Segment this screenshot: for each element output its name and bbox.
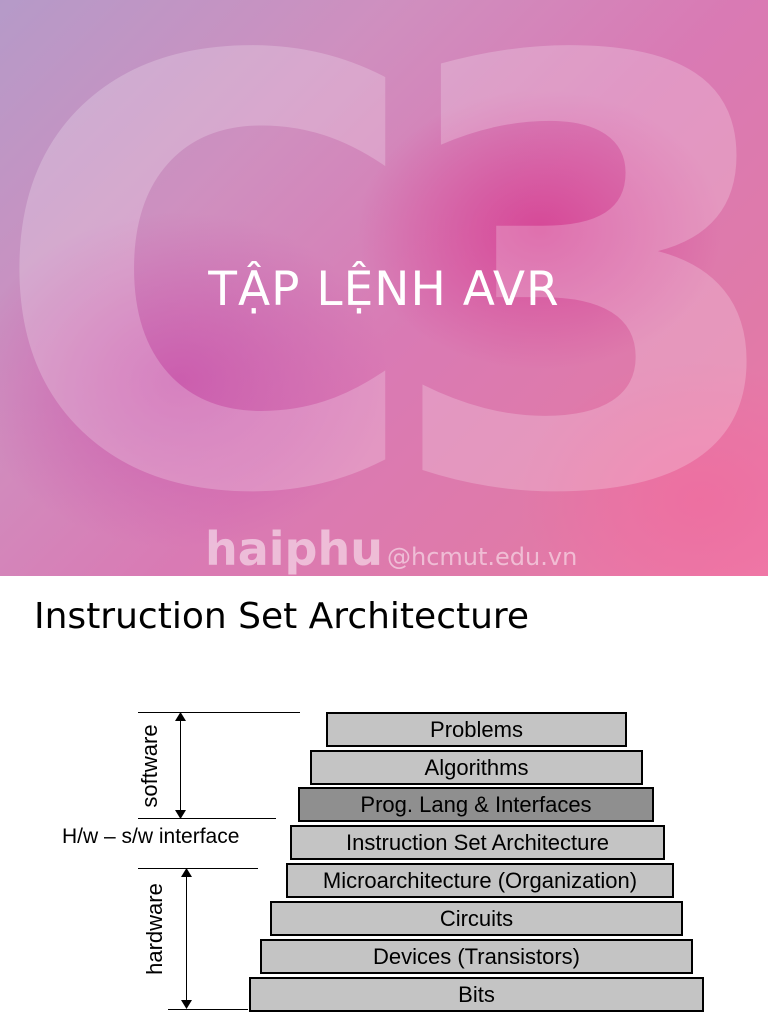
- hardware-label: hardware: [142, 883, 167, 975]
- layer-devices: Devices (Transistors): [260, 939, 693, 974]
- layer-microarchitecture: Microarchitecture (Organization): [286, 863, 674, 898]
- layer-isa: Instruction Set Architecture: [290, 825, 665, 860]
- hardware-top-rule: [138, 868, 258, 869]
- software-label: software: [137, 724, 162, 808]
- layer-bits: Bits: [249, 977, 704, 1012]
- slide-title: TẬP LỆNH AVR: [208, 262, 560, 317]
- background-c3-text: C3: [0, 0, 768, 576]
- software-arrow-heads: [175, 712, 186, 819]
- watermark-name: haiphu: [205, 522, 383, 576]
- isa-slide-title: Instruction Set Architecture: [34, 596, 530, 637]
- watermark-domain: @hcmut.edu.vn: [386, 543, 578, 571]
- hardware-arrow-heads: [181, 868, 192, 1009]
- watermark: haiphu@hcmut.edu.vn: [205, 522, 577, 576]
- hardware-arrow-shaft: [186, 872, 187, 1005]
- software-top-rule: [138, 712, 300, 713]
- software-arrow-shaft: [180, 716, 181, 814]
- hardware-bottom-rule: [168, 1009, 248, 1010]
- title-slide: C3 TẬP LỆNH AVR haiphu@hcmut.edu.vn: [0, 0, 768, 576]
- interface-rule: [138, 818, 276, 819]
- layer-problems: Problems: [326, 712, 627, 747]
- layer-circuits: Circuits: [270, 901, 683, 936]
- interface-label: H/w – s/w interface: [62, 825, 240, 848]
- layer-algorithms: Algorithms: [310, 750, 643, 785]
- layer-prog-lang: Prog. Lang & Interfaces: [298, 787, 654, 822]
